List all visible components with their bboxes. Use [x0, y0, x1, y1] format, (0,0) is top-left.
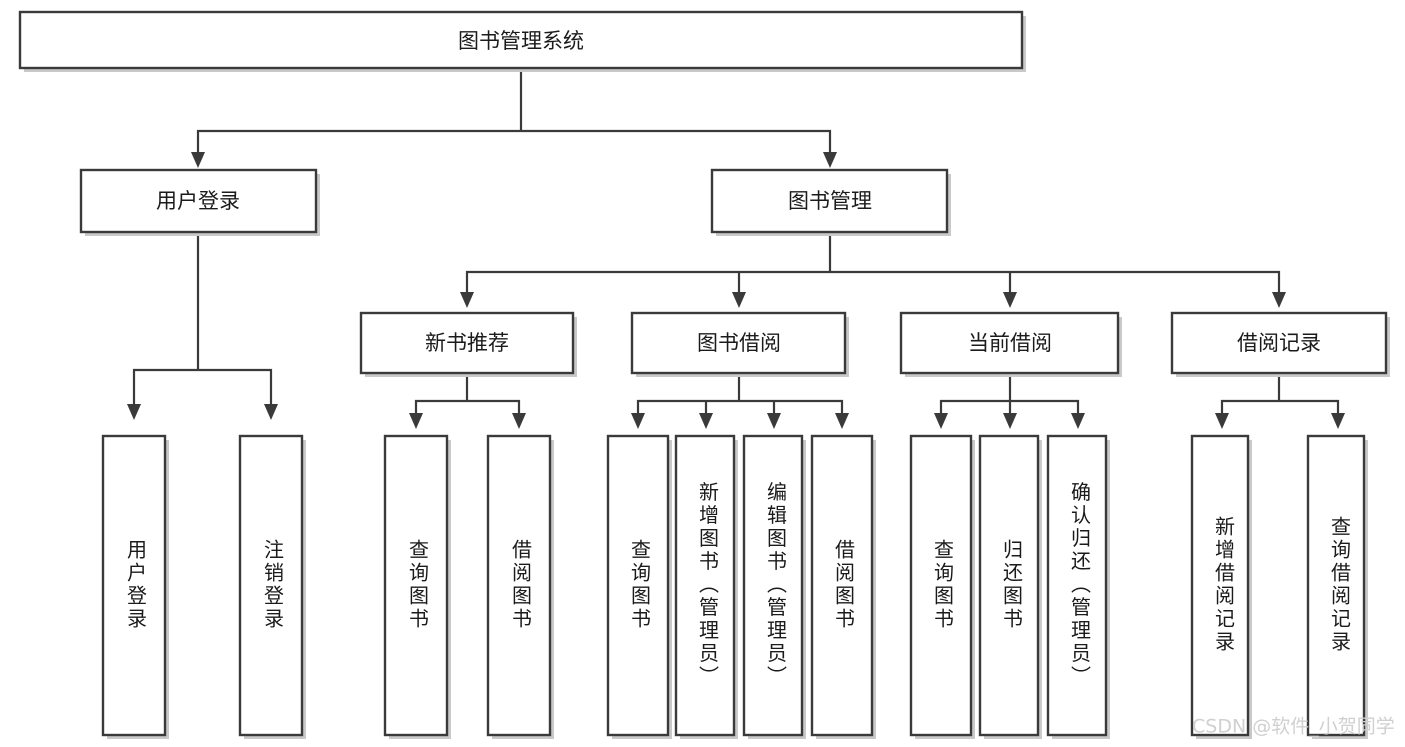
arrow-to-leaf-1-2	[264, 404, 278, 420]
node-leaf-2-1-label: 查询图书	[406, 539, 430, 631]
node-leaf-5-1[interactable]: 新增借阅记录	[1190, 434, 1252, 739]
node-leaf-3-2-box	[674, 434, 736, 737]
node-root[interactable]: 图书管理系统	[18, 10, 1026, 72]
node-new-book-rec[interactable]: 新书推荐	[359, 311, 577, 377]
node-leaf-2-1-box	[383, 434, 449, 737]
node-leaf-1-2-label: 注销登录	[261, 539, 285, 631]
node-leaf-3-1-box	[606, 434, 670, 737]
node-leaf-3-4-label: 借阅图书	[832, 539, 856, 631]
edge-book-borrow-bus	[636, 373, 844, 415]
connector-layer	[127, 66, 1345, 429]
node-leaf-2-2-label: 借阅图书	[509, 539, 533, 631]
node-leaf-4-2[interactable]: 归还图书	[978, 434, 1042, 739]
arrow-to-leaf-4-3	[1071, 413, 1085, 429]
node-leaf-3-4[interactable]: 借阅图书	[810, 434, 876, 739]
edge-new-book-rec-bus	[414, 373, 521, 415]
edge-user-login-bus	[132, 230, 273, 406]
node-leaf-5-1-label: 新增借阅记录	[1212, 516, 1236, 654]
node-leaf-3-3[interactable]: 编辑图书（管理员）	[742, 434, 806, 739]
arrow-to-leaf-1-1	[127, 404, 141, 420]
arrow-to-book-borrow	[732, 292, 746, 308]
edge-root-bus	[196, 66, 832, 154]
node-leaf-1-1[interactable]: 用户登录	[101, 434, 169, 739]
node-leaf-1-2-box	[238, 434, 304, 737]
node-current-borrow[interactable]: 当前借阅	[899, 311, 1122, 377]
node-leaf-1-2[interactable]: 注销登录	[238, 434, 306, 739]
edge-book-manage-bus	[465, 230, 1281, 294]
arrow-to-new-book-rec	[460, 292, 474, 308]
node-root-box	[18, 10, 1024, 70]
node-leaf-4-3-label: 确认归还（管理员）	[1068, 481, 1092, 688]
node-leaf-4-1-label: 查询图书	[931, 539, 955, 631]
edge-borrow-record-bus	[1220, 373, 1340, 415]
edge-current-borrow-bus	[939, 373, 1080, 415]
node-leaf-5-2[interactable]: 查询借阅记录	[1306, 434, 1368, 739]
node-book-borrow-label: 图书借阅	[697, 331, 781, 355]
node-leaf-3-3-label: 编辑图书（管理员）	[764, 481, 788, 688]
node-user-login[interactable]: 用户登录	[79, 168, 320, 236]
arrow-to-leaf-5-2	[1331, 413, 1345, 429]
arrow-to-leaf-2-2	[512, 413, 526, 429]
arrow-to-leaf-3-2	[699, 413, 713, 429]
node-leaf-4-3-box	[1046, 434, 1108, 737]
node-leaf-3-2[interactable]: 新增图书（管理员）	[674, 434, 738, 739]
node-leaf-3-1[interactable]: 查询图书	[606, 434, 672, 739]
node-borrow-record-label: 借阅记录	[1237, 331, 1321, 355]
node-borrow-record[interactable]: 借阅记录	[1170, 311, 1390, 377]
arrow-to-borrow-record	[1272, 292, 1286, 308]
node-leaf-4-2-label: 归还图书	[1000, 539, 1024, 631]
node-book-manage-box	[710, 168, 949, 234]
node-leaf-2-2[interactable]: 借阅图书	[486, 434, 554, 739]
node-user-login-box	[79, 168, 318, 234]
node-leaf-3-4-box	[810, 434, 874, 737]
node-leaf-3-1-label: 查询图书	[628, 539, 652, 631]
node-book-borrow[interactable]: 图书借阅	[630, 311, 849, 377]
node-book-borrow-box	[630, 311, 847, 375]
node-leaf-2-1[interactable]: 查询图书	[383, 434, 451, 739]
arrow-to-leaf-4-2	[1003, 413, 1017, 429]
node-leaf-1-1-label: 用户登录	[124, 539, 148, 631]
node-leaf-4-1[interactable]: 查询图书	[909, 434, 975, 739]
arrow-to-leaf-2-1	[409, 413, 423, 429]
node-current-borrow-label: 当前借阅	[968, 331, 1052, 355]
node-leaf-5-2-label: 查询借阅记录	[1328, 516, 1352, 654]
node-book-manage[interactable]: 图书管理	[710, 168, 951, 236]
node-leaf-4-3[interactable]: 确认归还（管理员）	[1046, 434, 1110, 739]
node-root-label: 图书管理系统	[458, 29, 584, 53]
node-new-book-rec-box	[359, 311, 575, 375]
node-book-manage-label: 图书管理	[788, 189, 872, 213]
csdn-watermark: CSDN @软件_小贺同学	[1192, 716, 1395, 738]
arrow-to-current-borrow	[1003, 292, 1017, 308]
arrow-to-leaf-3-4	[835, 413, 849, 429]
arrow-root-to-book-manage	[823, 152, 837, 168]
node-leaf-3-2-label: 新增图书（管理员）	[696, 481, 720, 688]
arrow-to-leaf-3-3	[767, 413, 781, 429]
arrow-root-to-user-login	[191, 152, 205, 168]
node-leaf-2-2-box	[486, 434, 552, 737]
node-leaf-1-1-box	[101, 434, 167, 737]
node-current-borrow-box	[899, 311, 1120, 375]
node-leaf-5-1-box	[1190, 434, 1250, 737]
node-leaf-4-2-box	[978, 434, 1040, 737]
node-new-book-rec-label: 新书推荐	[425, 331, 509, 355]
node-borrow-record-box	[1170, 311, 1388, 375]
node-leaf-5-2-box	[1306, 434, 1366, 737]
node-leaf-4-1-box	[909, 434, 973, 737]
arrow-to-leaf-4-1	[934, 413, 948, 429]
arrow-to-leaf-5-1	[1215, 413, 1229, 429]
arrow-to-leaf-3-1	[631, 413, 645, 429]
node-user-login-label: 用户登录	[156, 189, 240, 213]
node-leaf-3-3-box	[742, 434, 804, 737]
